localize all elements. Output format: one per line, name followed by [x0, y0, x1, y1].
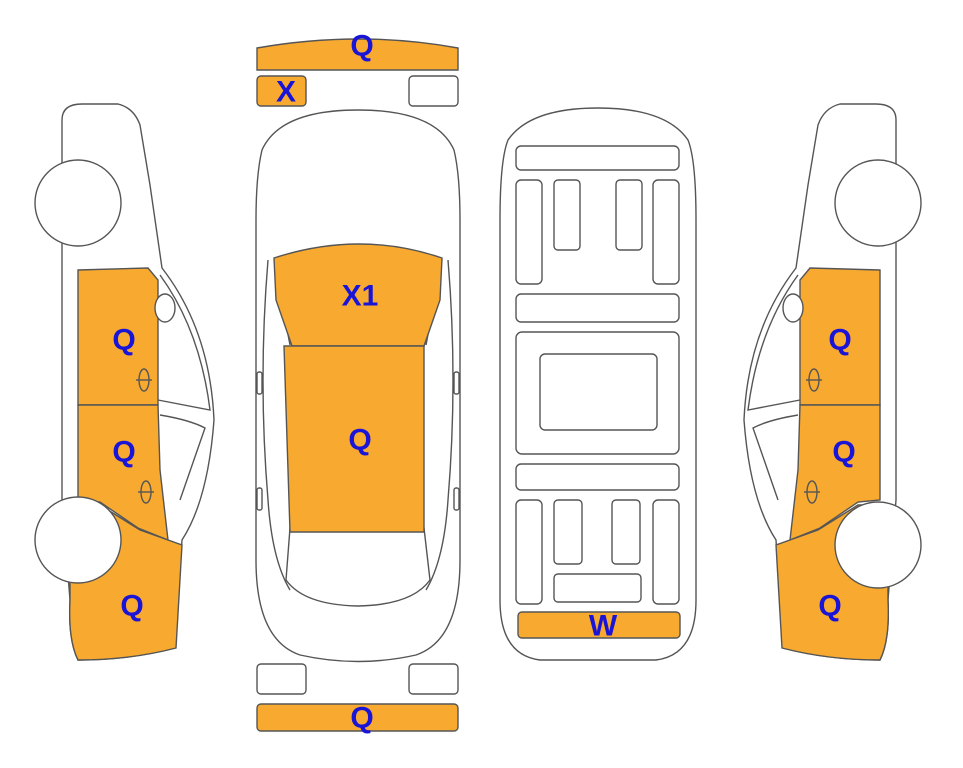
left-rear-wheel — [34, 496, 122, 584]
under-front-left-box — [553, 179, 581, 251]
under-rear-right-rail — [652, 499, 680, 605]
under-cross-bar-2 — [515, 463, 680, 491]
top-view: Q X X1 Q Q — [255, 30, 461, 735]
under-front-right-box — [615, 179, 643, 251]
right-window-line — [747, 274, 801, 411]
top-left-rear-mirror — [256, 487, 263, 511]
left-taillight[interactable] — [256, 663, 307, 695]
left-side-view: Q Q Q — [34, 103, 215, 661]
under-front-right-rail — [652, 179, 680, 285]
left-rear-handle-icon — [138, 480, 154, 504]
roof[interactable] — [283, 345, 425, 533]
under-cross-bar-1 — [515, 293, 680, 323]
under-front-left-rail — [515, 179, 543, 285]
left-headlight[interactable] — [256, 75, 307, 107]
left-mirror — [154, 293, 176, 323]
under-rear-right-box — [611, 499, 641, 565]
trunk-lid-label: W — [589, 610, 618, 643]
top-left-mirror — [256, 371, 263, 395]
hood-label: X1 — [342, 280, 379, 313]
left-rear-door-label: Q — [112, 436, 135, 469]
top-right-contour — [425, 259, 454, 591]
right-window-lower — [752, 414, 799, 501]
right-rear-door-label: Q — [832, 436, 855, 469]
top-right-rear-mirror — [453, 487, 460, 511]
under-rear-left-box — [553, 499, 583, 565]
left-front-handle-icon — [136, 368, 152, 392]
right-headlight[interactable] — [408, 75, 459, 107]
rear-bumper[interactable] — [256, 703, 459, 732]
right-front-wheel — [834, 159, 922, 247]
right-taillight[interactable] — [408, 663, 459, 695]
front-bumper-label: Q — [350, 30, 373, 63]
right-rear-handle-icon — [804, 480, 820, 504]
right-quarter-panel-label: Q — [818, 590, 841, 623]
under-front-bar — [515, 145, 680, 171]
right-mirror — [782, 293, 804, 323]
right-side-view: Q Q Q — [743, 103, 922, 661]
left-window-line — [157, 274, 211, 411]
right-front-door-label: Q — [828, 324, 851, 357]
under-rear-bar — [553, 573, 642, 603]
left-front-door[interactable] — [77, 267, 159, 406]
under-rear-left-rail — [515, 499, 543, 605]
left-quarter-panel-label: Q — [120, 590, 143, 623]
right-rear-wheel — [834, 501, 922, 589]
trunk-lid[interactable] — [517, 611, 681, 639]
right-front-handle-icon — [806, 368, 822, 392]
front-bumper[interactable] — [256, 38, 459, 71]
roof-label: Q — [348, 424, 371, 457]
underbody-view: W — [499, 107, 697, 661]
right-front-door[interactable] — [799, 267, 881, 406]
left-front-door-label: Q — [112, 324, 135, 357]
left-window-lower — [159, 414, 206, 501]
top-left-contour — [262, 259, 291, 591]
left-front-wheel — [34, 159, 122, 247]
under-center-box — [539, 353, 658, 431]
rear-bumper-label: Q — [350, 702, 373, 735]
top-right-mirror — [453, 371, 460, 395]
hood[interactable] — [273, 243, 443, 347]
left-headlight-label: X — [276, 76, 296, 109]
